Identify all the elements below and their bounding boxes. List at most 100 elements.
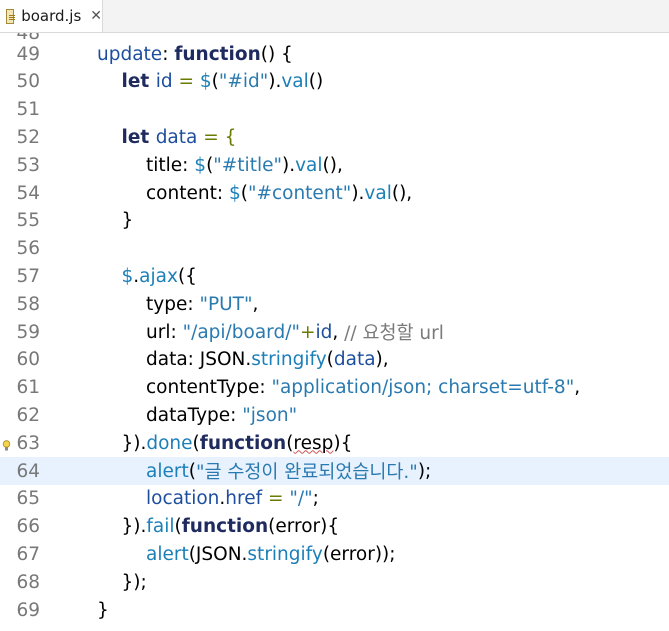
code-token: alert xyxy=(146,543,189,565)
code-token: function xyxy=(181,516,269,538)
line-number: 67 xyxy=(16,543,40,565)
code-line[interactable]: 50 let id = $("#id").val() xyxy=(0,68,669,96)
code-text: }).done(function(resp){ xyxy=(122,429,353,457)
line-number: 68 xyxy=(16,571,40,593)
code-token: "#title" xyxy=(213,154,282,176)
code-token: = xyxy=(262,488,290,510)
code-token: contentType: xyxy=(146,377,272,399)
code-token: alert xyxy=(146,460,189,482)
code-line[interactable]: 60 data: JSON.stringify(data), xyxy=(0,346,669,374)
code-token: ( xyxy=(211,71,219,93)
line-number: 69 xyxy=(16,599,40,621)
code-token: ({ xyxy=(177,265,197,287)
line-number: 60 xyxy=(16,349,40,371)
code-token: }). xyxy=(121,432,147,454)
code-token: ajax xyxy=(139,265,178,287)
code-line[interactable]: 57$.ajax({ xyxy=(0,262,669,290)
code-token: location xyxy=(146,488,220,510)
js-file-icon xyxy=(6,8,16,24)
code-token: val xyxy=(295,154,323,176)
code-token: "/api/board/" xyxy=(182,321,300,343)
line-number: 54 xyxy=(16,182,40,204)
code-token: , xyxy=(574,377,581,399)
code-token: , xyxy=(252,293,259,315)
code-token: ( xyxy=(174,516,182,538)
close-icon[interactable]: ✕ xyxy=(90,8,102,24)
tab-board-js[interactable]: board.js ✕ xyxy=(0,0,103,32)
line-number: 65 xyxy=(16,488,40,510)
code-token: $ xyxy=(121,265,134,287)
code-line[interactable]: 51 xyxy=(0,96,669,124)
code-text: alert("글 수정이 완료되었습니다."); xyxy=(146,457,431,485)
code-text: alert(JSON.stringify(error)); xyxy=(146,540,396,568)
code-line[interactable]: 69} xyxy=(0,596,669,624)
code-text: }).fail(function(error){ xyxy=(122,513,340,541)
code-token: ). xyxy=(351,182,365,204)
code-token: title: xyxy=(146,154,195,176)
code-token: done xyxy=(146,432,193,454)
code-token: fail xyxy=(146,516,175,538)
line-number: 61 xyxy=(16,377,40,399)
code-line[interactable]: 64 alert("글 수정이 완료되었습니다."); xyxy=(0,457,669,485)
code-token: id xyxy=(155,71,173,93)
code-token: data: JSON. xyxy=(146,349,252,371)
code-line-partial: 48 xyxy=(0,33,669,47)
code-line[interactable]: 66}).fail(function(error){ xyxy=(0,513,669,541)
code-token: "#content" xyxy=(247,182,352,204)
line-number: 49 xyxy=(16,43,40,65)
line-number: 64 xyxy=(16,460,40,482)
code-token: dataType: xyxy=(146,404,243,426)
line-number: 51 xyxy=(16,99,40,121)
code-token: , xyxy=(332,321,345,343)
code-token: function xyxy=(199,432,287,454)
line-number: 55 xyxy=(16,210,40,232)
code-token: (), xyxy=(322,154,343,176)
code-token: = { xyxy=(197,126,237,148)
code-line[interactable]: 55} xyxy=(0,207,669,235)
code-token: (error){ xyxy=(268,516,340,538)
code-token: id xyxy=(315,321,333,343)
code-token: update xyxy=(97,43,163,65)
line-number: 53 xyxy=(16,154,40,176)
code-token: = xyxy=(172,71,200,93)
code-token: content: xyxy=(146,182,229,204)
code-token: ( xyxy=(240,182,248,204)
code-token: "PUT" xyxy=(199,293,253,315)
code-token: "json" xyxy=(242,404,298,426)
code-text: $.ajax({ xyxy=(122,262,197,290)
code-text: } xyxy=(97,596,109,624)
code-token: url: xyxy=(146,321,183,343)
line-number: 59 xyxy=(16,321,40,343)
code-line[interactable]: 63 }).done(function(resp){ xyxy=(0,429,669,457)
code-token: ){ xyxy=(333,432,353,454)
code-line[interactable]: 59 url: "/api/board/"+id, // 요청할 url xyxy=(0,318,669,346)
code-token: } xyxy=(97,599,109,621)
code-text: url: "/api/board/"+id, // 요청할 url xyxy=(146,318,444,346)
code-line[interactable]: 56 xyxy=(0,235,669,263)
code-text: data: JSON.stringify(data), xyxy=(146,346,389,374)
code-line[interactable]: 68}); xyxy=(0,568,669,596)
code-token: }); xyxy=(121,571,147,593)
code-token: ( xyxy=(206,154,214,176)
code-token: . xyxy=(219,488,226,510)
code-text: let id = $("#id").val() xyxy=(122,68,324,96)
editor-tab-bar: board.js ✕ xyxy=(0,0,669,33)
tab-label: board.js xyxy=(21,7,82,25)
line-number: 63 xyxy=(16,432,40,454)
code-text: type: "PUT", xyxy=(146,290,258,318)
code-line[interactable]: 67 alert(JSON.stringify(error)); xyxy=(0,540,669,568)
code-token: ; xyxy=(312,488,319,510)
code-token: }). xyxy=(121,516,147,538)
line-number: 50 xyxy=(16,71,40,93)
code-token: data xyxy=(333,349,376,371)
quick-fix-marker-icon[interactable] xyxy=(2,437,11,451)
